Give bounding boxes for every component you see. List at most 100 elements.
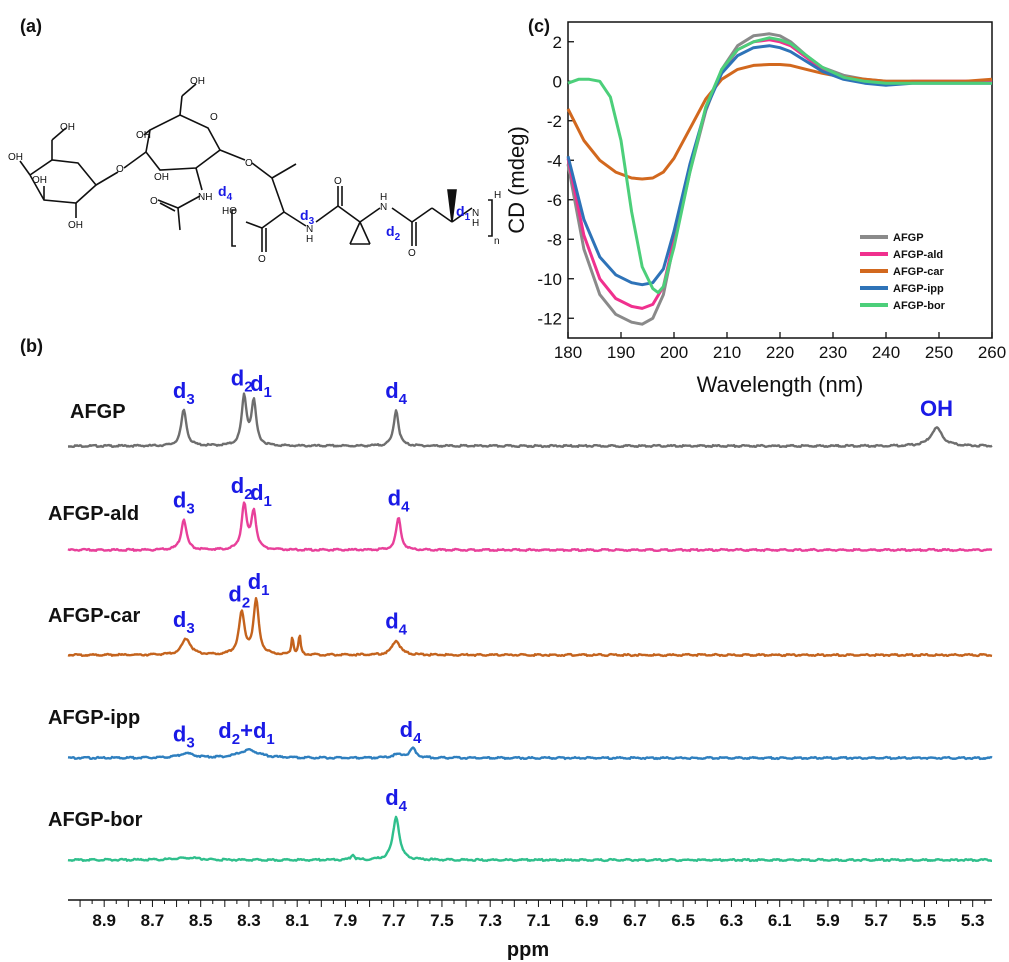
cd-series-group — [566, 32, 993, 326]
nmr-x-axis-title: ppm — [507, 939, 549, 961]
cd-y-tick-label: 2 — [553, 33, 562, 52]
nmr-axis-tick-label: 5.7 — [864, 911, 888, 930]
nmr-peak-label: d3 — [173, 487, 195, 517]
structure-label-d1: d1 — [456, 203, 471, 223]
atom-n-2: N — [380, 202, 387, 213]
nmr-peak-label: d4 — [400, 717, 422, 747]
cd-y-tick-label: -4 — [547, 151, 562, 170]
nmr-peak-label: OH — [920, 396, 953, 421]
atom-o-4: O — [334, 176, 342, 187]
nmr-peak-label: d3 — [173, 607, 195, 637]
atom-n-3: N — [472, 208, 479, 219]
atom-oh-7: OH — [154, 172, 169, 183]
atom-n-1: N — [306, 224, 313, 235]
nmr-sample-label: AFGP-ipp — [48, 707, 140, 729]
atom-h-1: H — [306, 234, 313, 245]
nmr-axis-tick-label: 5.9 — [816, 911, 840, 930]
atom-oh-1: OH — [60, 122, 75, 133]
nmr-axis-tick-label: 5.3 — [961, 911, 985, 930]
nmr-sample-label: AFGP-bor — [48, 809, 143, 831]
panel-label-a: (a) — [20, 16, 42, 36]
cd-x-tick-label: 230 — [819, 343, 847, 362]
nmr-peak-label: d4 — [385, 785, 407, 815]
cd-series-line-afgp-ipp — [566, 44, 992, 287]
structure-label-d2: d2 — [386, 223, 401, 243]
cd-legend-label: AFGP-ald — [893, 249, 943, 261]
cd-x-tick-label: 210 — [713, 343, 741, 362]
nmr-axis-tick-label: 8.5 — [189, 911, 213, 930]
cd-legend-label: AFGP-car — [893, 266, 944, 278]
cd-x-tick-label: 190 — [607, 343, 635, 362]
cd-y-tick-label: -10 — [537, 270, 562, 289]
structure-atom-labels: OH OH OH OH O OH OH O OH NH O O HO O N H… — [8, 76, 501, 265]
atom-h-end: H — [494, 190, 501, 201]
atom-oh-3: OH — [32, 175, 47, 186]
nmr-axis-tick-label: 8.7 — [141, 911, 165, 930]
cd-x-axis-title: Wavelength (nm) — [697, 372, 864, 397]
cd-y-tick-label: 0 — [553, 72, 562, 91]
cd-y-tick-label: -6 — [547, 191, 562, 210]
nmr-axis-tick-label: 6.9 — [575, 911, 599, 930]
nmr-trace-afgp-ipp — [67, 746, 993, 761]
nmr-sample-label: AFGP — [70, 401, 126, 423]
cd-x-tick-label: 220 — [766, 343, 794, 362]
atom-oh-5: OH — [190, 76, 205, 87]
nmr-trace-afgp — [67, 392, 993, 449]
cd-series-line-afgp-car — [566, 63, 993, 181]
nmr-axis-tick-label: 8.3 — [237, 911, 261, 930]
nmr-peak-label: d4 — [385, 609, 407, 639]
nmr-peak-label: d1 — [250, 371, 272, 401]
cd-x-tick-label: 200 — [660, 343, 688, 362]
cd-series-line-afgp-bor — [567, 36, 992, 295]
nmr-axis-tick-label: 5.5 — [913, 911, 937, 930]
structure-label-d3: d3 — [300, 207, 315, 227]
nmr-peak-label: d2 — [231, 365, 253, 395]
nmr-axis-tick-label: 6.1 — [768, 911, 792, 930]
cd-legend-label: AFGP-bor — [893, 300, 946, 312]
nmr-peak-label: d2+d1 — [218, 718, 274, 748]
atom-o-2: O — [245, 158, 253, 169]
structure-label-d4: d4 — [218, 183, 233, 203]
nmr-peak-label: d1 — [248, 569, 270, 599]
cd-x-tick-label: 240 — [872, 343, 900, 362]
nmr-peak-label: d4 — [388, 486, 410, 516]
cd-y-tick-label: -2 — [547, 112, 562, 131]
nmr-axis-tick-label: 7.9 — [334, 911, 358, 930]
nmr-axis-tick-label: 7.3 — [478, 911, 502, 930]
atom-o-3: O — [258, 254, 266, 265]
cd-x-tick-label: 250 — [925, 343, 953, 362]
cd-legend-label: AFGP-ipp — [893, 283, 944, 295]
nmr-peak-label: d3 — [173, 722, 195, 752]
atom-n-repeat: n — [494, 236, 500, 247]
atom-oh-2: OH — [8, 152, 23, 163]
nmr-axis-tick-label: 6.3 — [720, 911, 744, 930]
atom-h-3: H — [472, 218, 479, 229]
panel-label-c: (c) — [528, 16, 550, 36]
chemical-structure — [19, 83, 493, 252]
nmr-sample-label: AFGP-car — [48, 605, 140, 627]
atom-nh-acetyl: NH — [198, 192, 212, 203]
nmr-trace-afgp-ald — [67, 501, 993, 553]
nmr-axis-tick-label: 7.5 — [430, 911, 454, 930]
atom-oh-4: OH — [68, 220, 83, 231]
atom-h-2: H — [380, 192, 387, 203]
nmr-axis-tick-label: 7.7 — [382, 911, 406, 930]
nmr-axis-tick-label: 8.9 — [92, 911, 116, 930]
cd-y-tick-label: -12 — [537, 309, 562, 328]
nmr-axis-tick-label: 6.5 — [671, 911, 695, 930]
nmr-peak-label: d1 — [250, 480, 272, 510]
cd-x-tick-label: 260 — [978, 343, 1006, 362]
panel-label-b: (b) — [20, 336, 43, 356]
atom-o-1: O — [116, 164, 124, 175]
atom-o-ring: O — [210, 112, 218, 123]
nmr-axis-tick-label: 6.7 — [623, 911, 647, 930]
nmr-axis-tick-label: 8.1 — [285, 911, 309, 930]
nmr-peak-label: d4 — [385, 378, 407, 408]
